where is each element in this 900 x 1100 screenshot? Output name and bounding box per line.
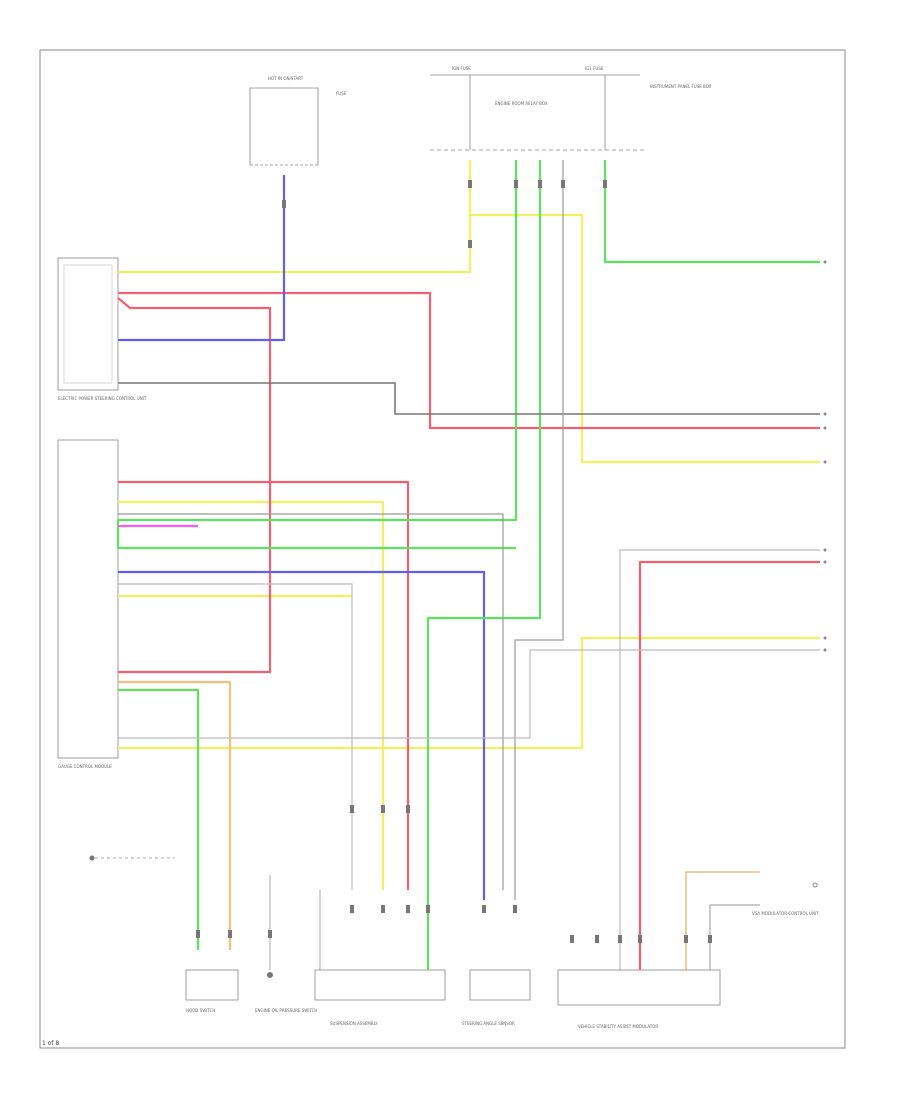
sensor-box-3 [314,969,446,1001]
gauge-module-label: GAUGE CONTROL MODULE [58,764,112,769]
relay-box-label: ENGINE ROOM RELAY BOX [495,101,548,106]
wire-gray-2 [514,160,564,900]
fuse-rail [430,74,645,151]
ignition-note: FUSE [336,91,347,96]
sensor-label-5: VEHICLE STABILITY ASSIST MODULATOR [578,1024,658,1029]
wire-ltgray-4 [709,904,760,970]
gauge-module [57,439,119,759]
fuse-center-label: IGN FUSE [452,66,471,71]
wire-green-2 [116,160,518,550]
sensor-box-1 [185,969,239,1001]
sensor-box-5 [557,969,721,1006]
wire-ltgray-2 [619,549,820,970]
wire-red-4 [638,560,820,970]
fuse-right-label: IG1 FUSE [585,66,604,71]
wire-ltgray-1 [118,583,353,890]
left-control-unit-inner [63,264,113,384]
wire-yellow-1 [118,160,472,274]
right-terminals [823,260,827,652]
wire-orange-1 [118,680,232,950]
sensor-label-2: ENGINE OIL PRESSURE SWITCH [255,1008,317,1013]
wire-blue-2 [118,570,486,900]
wire-gray-3 [118,513,504,890]
switch-contact [812,882,818,888]
sensor-label-3: SUSPENSION ASSEMBLY [330,1021,378,1026]
sensor-label-6: VSA MODULATOR-CONTROL UNIT [752,911,819,916]
wire-red-1 [118,291,820,430]
sensor-label-4: STEERING ANGLE SENSOR [462,1021,515,1026]
wire-blue-1 [118,175,286,342]
page-label: 1 of 8 [42,1040,59,1047]
wire-green-4 [118,688,200,950]
wire-red-2 [117,297,272,674]
diagram-frame [39,49,846,1049]
wire-orange-2 [685,871,760,970]
connector-marks [196,180,712,943]
wire-yellow-5 [118,636,820,750]
wire-green-3 [426,160,542,970]
wire-yellow-2 [470,213,820,464]
wire-yellow-3 [118,500,385,890]
wire-gray-1 [118,382,820,415]
sensor-label-1: HOOD SWITCH [186,1008,215,1013]
left-unit-label: ELECTRIC POWER STEERING CONTROL UNIT [58,396,147,401]
ignition-box [249,87,319,166]
sensor-box-4 [469,969,531,1001]
ground-point [267,972,273,978]
wire-red-3 [118,480,410,890]
wire-ltgray-3 [118,649,820,739]
wire-green-1 [603,160,820,264]
left-control-unit [57,257,119,391]
ignition-label: HOT IN ON/START [268,76,304,81]
ground-left [89,855,95,861]
fuse-header-right: INSTRUMENT PANEL FUSE BOX [650,84,712,89]
